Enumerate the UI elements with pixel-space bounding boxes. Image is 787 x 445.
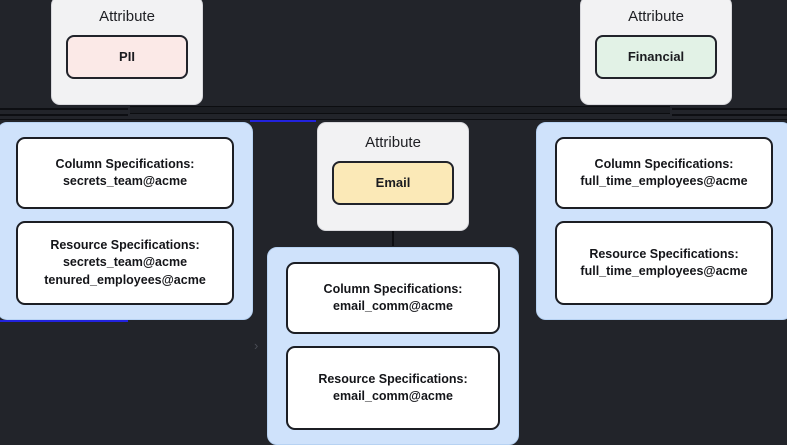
edge-highlight-secrets-branch (0, 320, 128, 322)
chevron-right-icon[interactable]: › (254, 338, 259, 353)
spec-box-value: email_comm@acme (333, 389, 453, 403)
spec-panel-full-time-employees[interactable]: Column Specifications: full_time_employe… (536, 122, 787, 320)
spec-box-heading: Resource Specifications: (50, 238, 200, 253)
spec-box-resource-specifications[interactable]: Resource Specifications: full_time_emplo… (555, 221, 773, 305)
attribute-card-title: Attribute (99, 8, 155, 25)
spec-box-heading: Column Specifications: (594, 156, 734, 171)
spec-box-heading: Column Specifications: (55, 156, 195, 171)
edge-panel-top-rule (0, 119, 787, 120)
spec-box-value: email_comm@acme (333, 299, 453, 313)
edge-tick-right-outer (672, 108, 787, 110)
spec-panel-email-comm[interactable]: Column Specifications: email_comm@acme R… (267, 247, 519, 445)
spec-box-value: tenured_employees@acme (44, 272, 206, 287)
edge-tick-left-inner (0, 114, 128, 116)
spec-box-resource-specifications[interactable]: Resource Specifications: secrets_team@ac… (16, 221, 234, 305)
spec-box-value: full_time_employees@acme (580, 264, 748, 278)
edge-tick-right-inner (672, 114, 787, 116)
spec-box-value: secrets_team@acme (62, 174, 188, 188)
edge-horizontal-trunk (130, 106, 670, 114)
attribute-card-financial[interactable]: Attribute Financial (580, 0, 732, 105)
attribute-card-pii[interactable]: Attribute PII (51, 0, 203, 105)
spec-box-column-specifications[interactable]: Column Specifications: full_time_employe… (555, 137, 773, 209)
spec-box-resource-specifications[interactable]: Resource Specifications: email_comm@acme (286, 346, 500, 430)
spec-box-column-specifications[interactable]: Column Specifications: secrets_team@acme (16, 137, 234, 209)
spec-box-value: full_time_employees@acme (580, 174, 748, 188)
edge-highlight-email-branch (250, 120, 316, 122)
attribute-card-email[interactable]: Attribute Email (317, 122, 469, 231)
spec-box-heading: Column Specifications: (323, 281, 463, 296)
spec-box-column-specifications[interactable]: Column Specifications: email_comm@acme (286, 262, 500, 334)
attribute-card-title: Attribute (628, 8, 684, 25)
spec-panel-secrets-team[interactable]: Column Specifications: secrets_team@acme… (0, 122, 253, 320)
edge-vertical-email-stub (392, 228, 394, 246)
edge-tick-left-outer (0, 108, 128, 110)
attribute-tag-financial[interactable]: Financial (595, 34, 717, 79)
attribute-tag-pii[interactable]: PII (66, 34, 188, 79)
attribute-card-title: Attribute (365, 134, 421, 151)
spec-box-heading: Resource Specifications: (318, 371, 468, 386)
spec-box-heading: Resource Specifications: (589, 246, 739, 261)
attribute-tag-email[interactable]: Email (332, 160, 454, 205)
spec-box-value: secrets_team@acme (62, 255, 188, 270)
